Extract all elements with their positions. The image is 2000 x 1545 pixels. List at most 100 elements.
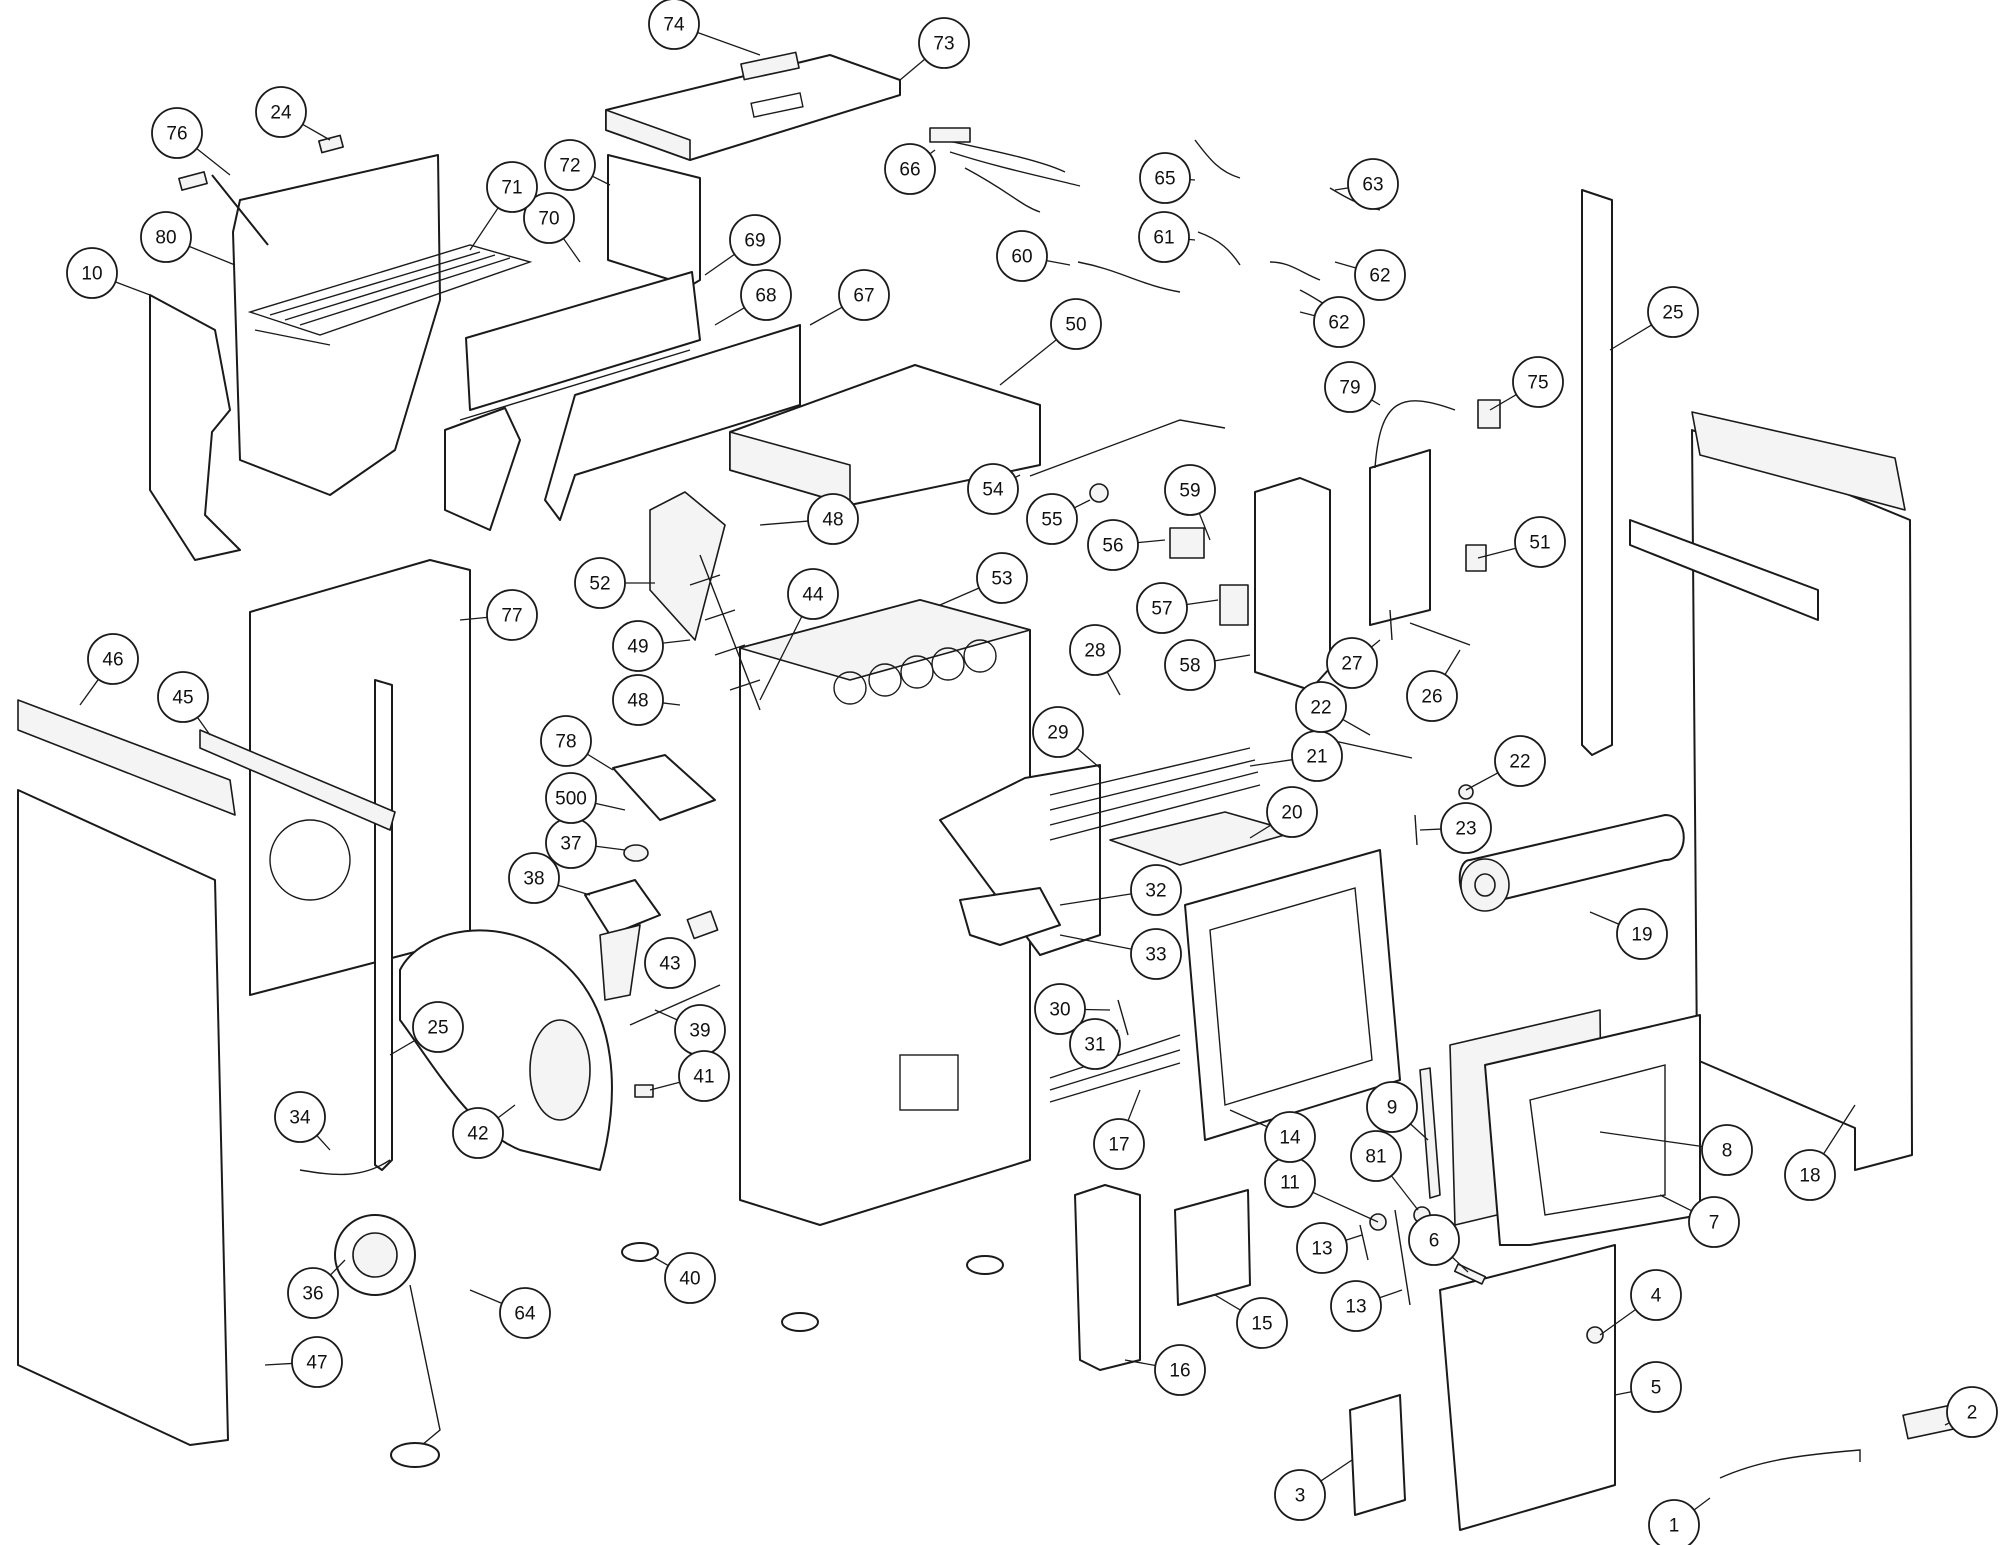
callout-circle — [545, 772, 597, 824]
callout-circle — [787, 568, 839, 620]
leader-line-28 — [1106, 671, 1121, 696]
callout-label: 46 — [102, 650, 123, 671]
callout-32: 32 — [1130, 864, 1182, 916]
callout-label: 4 — [1651, 1286, 1662, 1307]
callout-label: 50 — [1065, 315, 1086, 336]
callout-label: 74 — [663, 15, 685, 36]
callout-label: 18 — [1799, 1166, 1820, 1187]
callout-label: 76 — [166, 124, 187, 145]
callout-54: 54 — [967, 463, 1019, 515]
callout-circle — [1164, 639, 1216, 691]
callout-circle — [1354, 249, 1406, 301]
leader-line-36 — [329, 1259, 346, 1276]
part-top-cover — [729, 364, 1041, 506]
callout-72: 72 — [544, 139, 596, 191]
callout-63: 63 — [1347, 158, 1399, 210]
callout-53: 53 — [976, 552, 1028, 604]
callout-66: 66 — [884, 143, 936, 195]
callout-label: 39 — [689, 1021, 710, 1042]
leader-line-59 — [1198, 512, 1211, 541]
leader-line-72 — [592, 175, 611, 186]
callout-64: 64 — [499, 1287, 551, 1339]
callout-5: 5 — [1630, 1361, 1682, 1413]
leader-line-62 — [1299, 311, 1315, 317]
callout-label: 61 — [1153, 228, 1174, 249]
callout-14: 14 — [1264, 1111, 1316, 1163]
callout-label: 81 — [1365, 1147, 1386, 1168]
callout-label: 58 — [1179, 656, 1200, 677]
callout-43: 43 — [644, 937, 696, 989]
leader-line-24 — [302, 123, 331, 141]
leader-line-60 — [1046, 259, 1071, 266]
part-auger — [649, 491, 761, 711]
part-small-accessories — [1349, 1394, 1956, 1516]
leader-line-61 — [1188, 238, 1196, 241]
callout-circle — [1130, 864, 1182, 916]
callout-18: 18 — [1784, 1149, 1836, 1201]
callout-label: 60 — [1011, 247, 1032, 268]
callout-circle — [612, 674, 664, 726]
part-small-brackets — [178, 134, 344, 246]
callout-label: 3 — [1295, 1486, 1306, 1507]
callout-label: 19 — [1631, 925, 1652, 946]
leader-line-37 — [595, 845, 626, 851]
leader-line-21 — [1249, 759, 1293, 767]
leader-line-64 — [469, 1289, 503, 1304]
callout-circle — [996, 230, 1048, 282]
callout-circle — [499, 1287, 551, 1339]
callout-label: 54 — [982, 480, 1004, 501]
callout-500: 500 — [545, 772, 597, 824]
leader-line-71 — [469, 207, 499, 251]
callout-circle — [1408, 1214, 1460, 1266]
leader-line-58 — [1214, 654, 1251, 662]
leader-line-78 — [586, 753, 614, 771]
leader-line-70 — [562, 238, 581, 263]
part-door-frame — [1049, 849, 1401, 1141]
callout-circle — [1296, 1222, 1348, 1274]
callout-label: 75 — [1527, 373, 1548, 394]
callout-label: 2 — [1967, 1403, 1978, 1424]
callout-label: 24 — [270, 103, 292, 124]
leader-line-40 — [654, 1257, 669, 1267]
callout-45: 45 — [157, 671, 209, 723]
callout-24: 24 — [255, 86, 307, 138]
leader-line-27 — [1370, 639, 1381, 648]
callout-label: 31 — [1084, 1035, 1105, 1056]
callout-circle — [976, 552, 1028, 604]
callout-circle — [87, 633, 139, 685]
part-smoke-fan-motor — [299, 1159, 441, 1468]
callout-circle — [151, 107, 203, 159]
callout-65: 65 — [1139, 152, 1191, 204]
callout-36: 36 — [287, 1267, 339, 1319]
leader-line-45 — [196, 717, 211, 736]
leader-line-13 — [1379, 1289, 1403, 1299]
callout-11: 11 — [1264, 1156, 1316, 1208]
callout-label: 53 — [991, 569, 1012, 590]
callout-circle — [452, 1107, 504, 1159]
leader-line-66 — [929, 149, 936, 155]
callout-circle — [1784, 1149, 1836, 1201]
part-rear-panel — [607, 154, 701, 287]
callout-label: 56 — [1102, 536, 1123, 557]
callout-22: 22 — [1295, 681, 1347, 733]
callout-label: 23 — [1455, 819, 1476, 840]
callout-46: 46 — [87, 633, 139, 685]
leader-line-50 — [999, 339, 1057, 386]
callout-circle — [1139, 152, 1191, 204]
callout-9: 9 — [1366, 1081, 1418, 1133]
callout-label: 40 — [679, 1269, 700, 1290]
callout-33: 33 — [1130, 928, 1182, 980]
callout-62: 62 — [1313, 296, 1365, 348]
part-plates — [1074, 1184, 1251, 1371]
callout-21: 21 — [1291, 730, 1343, 782]
callout-label: 13 — [1311, 1239, 1332, 1260]
leader-line-44 — [759, 616, 803, 701]
callout-circle — [291, 1336, 343, 1388]
callout-19: 19 — [1616, 908, 1668, 960]
leader-line-48 — [759, 520, 809, 526]
callout-circle — [807, 493, 859, 545]
callout-circle — [1514, 516, 1566, 568]
leader-line-25 — [389, 1039, 417, 1056]
callout-label: 13 — [1345, 1297, 1366, 1318]
callout-60: 60 — [996, 230, 1048, 282]
